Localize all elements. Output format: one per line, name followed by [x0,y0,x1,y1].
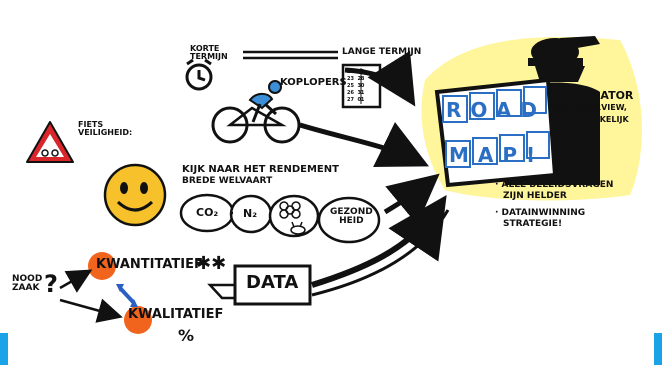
kwalitatief-label: KWALITATIEF [128,307,224,322]
nood-arrow-up [59,269,93,293]
arrow-data [311,195,447,288]
arrow-cyclist [299,122,429,168]
kwalitatief-dot [124,306,152,334]
cyclist-icon [211,80,301,144]
flower-icon [279,201,301,219]
kwantitatief-dot [88,252,116,280]
data-label: DATA [246,272,299,293]
koplopers-label: KOPLOPERS [280,77,347,88]
right-blue-bar [654,333,662,365]
map-label: MAP! [449,143,545,167]
roadmap-board [434,77,558,188]
lange-termijn-label: LANGE TERMIJN [342,47,422,57]
data-box [207,264,312,306]
welvaart-chain [179,193,381,244]
arrow-timeline [344,50,416,107]
alarm-clock-icon [185,58,213,91]
left-blue-bar [0,333,8,365]
warning-sign-icon [26,121,74,163]
moderator-label: MODERATOR MET OVERVIEW, ONAFHANKELIJK [555,89,634,125]
bee-icon [290,221,306,235]
sample-icon: ✱✱ [196,253,227,274]
two-way-arrow [118,286,136,305]
n2-label: N₂ [243,207,258,220]
smiley-icon [103,163,167,227]
kwantitatief-label: KWANTITATIEF [96,257,203,272]
nood-arrow-down [59,298,123,323]
question-mark: ? [44,270,58,298]
arrow-welvaart [383,173,440,225]
percent-label: % [178,326,195,345]
road-label: ROAD [446,98,546,122]
calendar-numbers: 23 28 23 28 25 30 26 31 27 01 [347,69,365,103]
timeline-line [243,50,338,60]
co2-label: CO₂ [196,206,219,219]
